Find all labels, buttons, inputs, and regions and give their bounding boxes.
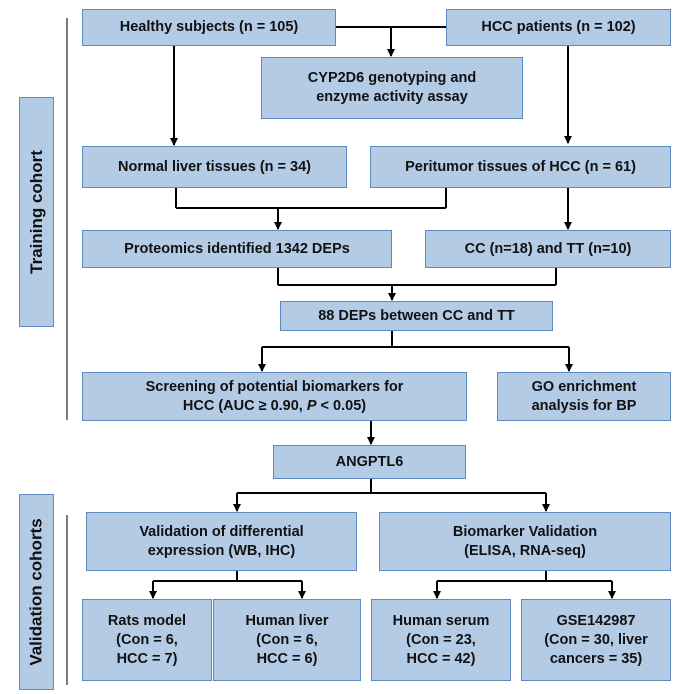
healthy-subjects-text: Healthy subjects (n = 105) [119,19,299,35]
hcc-patients-text: HCC patients (n = 102) [481,19,636,35]
gse142987-box: GSE142987 (Con = 30, liver cancers = 35) [521,599,671,681]
cyp2d6-line-1: CYP2D6 genotyping and [307,70,477,86]
rats-line-2: (Con = 6, [116,631,178,648]
deps-88-box: 88 DEPs between CC and TT [280,301,553,331]
screening-line-1: Screening of potential biomarkers for [145,378,404,395]
validation-cohorts-label: Validation cohorts [19,494,54,690]
gse-line-1: GSE142987 [556,612,636,629]
cyp2d6-box: CYP2D6 genotyping and enzyme activity as… [261,57,523,119]
screening-p: P [306,397,317,414]
biomarker-val-line-2: (ELISA, RNA-seq) [464,542,586,559]
human-serum-line-3: HCC = 42) [406,650,476,667]
angptl6-box: ANGPTL6 [273,445,466,479]
human-liver-line-1: Human liver [245,612,329,629]
peritumor-text: Peritumor tissues of HCC (n = 61) [405,158,636,175]
proteomics-box: Proteomics identified 1342 DEPs [82,230,392,268]
go-enrichment-box: GO enrichment analysis for BP [497,372,671,421]
screening-line-2a: HCC (AUC ≥ 0.90, [182,397,307,414]
rats-line-3: HCC = 7) [116,650,178,667]
hcc-patients-box: HCC patients (n = 102) [446,9,671,46]
healthy-subjects-box: Healthy subjects (n = 105) [82,9,336,46]
validation-diff-line-2: expression (WB, IHC) [147,542,296,559]
cc-tt-box: CC (n=18) and TT (n=10) [425,230,671,268]
screening-line-2: HCC (AUC ≥ 0.90, P < 0.05) [183,397,366,416]
rats-line-1: Rats model [107,612,187,629]
normal-liver-text: Normal liver tissues (n = 34) [117,158,311,175]
training-cohort-text: Training cohort [26,150,46,274]
human-liver-line-2: (Con = 6, [256,631,318,648]
training-cohort-label: Training cohort [19,97,54,327]
normal-liver-box: Normal liver tissues (n = 34) [82,146,347,188]
validation-differential-box: Validation of differential expression (W… [86,512,357,571]
angptl6-text: ANGPTL6 [335,453,404,470]
human-serum-line-2: (Con = 23, [406,631,476,648]
biomarker-val-line-1: Biomarker Validation [452,523,598,540]
screening-line-2b: < 0.05) [316,397,367,414]
human-liver-box: Human liver (Con = 6, HCC = 6) [213,599,361,681]
gse-line-3: cancers = 35) [549,650,643,667]
gse-line-2: (Con = 30, liver [544,631,648,648]
deps-88-text: 88 DEPs between CC and TT [318,307,515,324]
screening-box: Screening of potential biomarkers for HC… [82,372,467,421]
proteomics-text: Proteomics identified 1342 DEPs [124,240,350,257]
cc-tt-text: CC (n=18) and TT (n=10) [464,240,632,257]
biomarker-validation-box: Biomarker Validation (ELISA, RNA-seq) [379,512,671,571]
validation-diff-line-1: Validation of differential [139,523,304,540]
human-liver-line-3: HCC = 6) [256,650,318,667]
go-line-1: GO enrichment [531,378,637,395]
go-line-2: analysis for BP [531,397,637,414]
human-serum-box: Human serum (Con = 23, HCC = 42) [371,599,511,681]
cyp2d6-line-2: enzyme activity assay [316,89,468,105]
validation-cohorts-text: Validation cohorts [26,518,46,666]
rats-model-box: Rats model (Con = 6, HCC = 7) [82,599,212,681]
human-serum-line-1: Human serum [392,612,490,629]
peritumor-box: Peritumor tissues of HCC (n = 61) [370,146,671,188]
